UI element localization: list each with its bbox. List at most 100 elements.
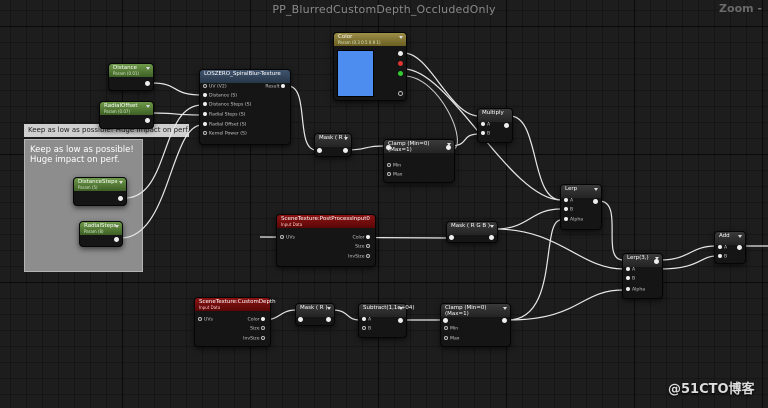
mask-header: Mask ( R ) (296, 304, 334, 317)
input-pin-dot[interactable] (298, 317, 303, 322)
clamp-bottom-node[interactable]: Clamp (Min=0) (Max=1) Min Max (440, 303, 511, 347)
chevron-down-icon[interactable] (119, 181, 123, 184)
pin-distance-steps[interactable]: Distance Steps (S) (203, 102, 251, 109)
output-pin-dot[interactable] (446, 145, 451, 150)
chevron-down-icon[interactable] (146, 105, 150, 108)
pin-dot (718, 245, 722, 249)
mask-r-top-node[interactable]: Mask ( R ) (314, 133, 352, 157)
pin-a[interactable]: A (362, 317, 371, 324)
output-pin-dot[interactable] (737, 245, 742, 250)
output-pin-dot[interactable] (398, 318, 403, 323)
scene-texture-customdepth-node[interactable]: SceneTexture:CustomDepth Input Data UVs … (194, 297, 276, 347)
output-pin-a[interactable] (398, 91, 403, 96)
chevron-down-icon[interactable] (344, 137, 348, 140)
pin-b[interactable]: B (718, 254, 727, 261)
output-pin-dot[interactable] (114, 237, 119, 242)
radial-offset-param-node[interactable]: RadialOffset Param (0.07) (99, 101, 154, 129)
chevron-down-icon[interactable] (490, 225, 494, 228)
input-pin-dot[interactable] (449, 235, 454, 240)
pin-b[interactable]: B (626, 276, 635, 283)
pin-a[interactable]: A (481, 122, 490, 129)
pin-radial-steps[interactable]: Radial Steps (S) (203, 112, 245, 119)
pin-size[interactable]: Size (355, 244, 372, 251)
pin-label: B (368, 326, 372, 332)
pin-dot (280, 235, 284, 239)
chevron-down-icon[interactable] (399, 36, 403, 39)
pin-dot (718, 254, 722, 258)
pin-label: Alpha (570, 217, 584, 223)
input-pin-dot[interactable] (443, 318, 448, 323)
output-pin-dot[interactable] (326, 317, 331, 322)
pin-alpha[interactable]: Alpha (564, 217, 583, 224)
mask-r-bottom-node[interactable]: Mask ( R ) (295, 303, 335, 326)
pin-max[interactable]: Max (444, 336, 460, 343)
pin-max[interactable]: Max (387, 172, 403, 179)
lerp-node[interactable]: Lerp A B Alpha (560, 184, 602, 230)
pin-a[interactable]: A (718, 245, 727, 252)
pin-color[interactable]: Color (248, 317, 267, 324)
output-pin-dot[interactable] (343, 148, 348, 153)
input-pin-dot[interactable] (386, 145, 391, 150)
color-param-node[interactable]: Color Param (0.3 0.5 0.9 1) (333, 32, 407, 101)
pin-invsize[interactable]: InvSize (348, 254, 372, 261)
chevron-down-icon[interactable] (655, 257, 659, 260)
pin-alpha[interactable]: Alpha (626, 287, 645, 294)
scene-texture-postprocess-node[interactable]: SceneTexture:PostProcessInput0 Input Dat… (276, 214, 376, 267)
pin-b[interactable]: B (564, 207, 573, 214)
spiral-blur-function-node[interactable]: LOSZERO_SpiralBlur-Texture UV (V2) Dista… (199, 69, 291, 145)
pin-size[interactable]: Size (250, 326, 267, 333)
subtract-node[interactable]: Subtract(1,1e+04) A B (358, 303, 414, 338)
chevron-down-icon[interactable] (399, 307, 403, 310)
lerp3-node[interactable]: Lerp(3,) A B Alpha (622, 253, 663, 299)
pin-distance[interactable]: Distance (S) (203, 93, 237, 100)
clamp-top-node[interactable]: Clamp (Min=0) (Max=1) Min Max (383, 139, 455, 183)
node-title: Lerp (565, 186, 578, 192)
output-pin-dot[interactable] (145, 118, 150, 123)
multiply-node[interactable]: Multiply A B (477, 108, 513, 143)
input-pin-dot[interactable] (317, 148, 322, 153)
pin-b[interactable]: B (481, 131, 490, 138)
chevron-down-icon[interactable] (503, 307, 507, 310)
node-subtitle: Param (5) (78, 185, 98, 190)
pin-radial-offset[interactable]: Radial Offset (S) (203, 122, 246, 129)
pin-uvs[interactable]: UVs (198, 317, 213, 324)
radial-steps-param-node[interactable]: RadialSteps Param (8) (79, 221, 123, 247)
output-pin-dot[interactable] (654, 259, 659, 264)
chevron-down-icon[interactable] (146, 67, 150, 70)
pin-min[interactable]: Min (444, 326, 458, 333)
output-pin-dot[interactable] (118, 196, 123, 201)
pin-invsize[interactable]: InvSize (243, 336, 267, 343)
pin-dot (203, 84, 207, 88)
node-title: RadialSteps (84, 223, 117, 229)
chevron-down-icon[interactable] (447, 143, 451, 146)
pin-min[interactable]: Min (387, 163, 401, 170)
pin-a[interactable]: A (626, 267, 635, 274)
output-pin-dot[interactable] (398, 51, 403, 56)
pin-label: UVs (286, 235, 295, 241)
output-pin-dot[interactable] (489, 235, 494, 240)
output-pin-g[interactable] (398, 71, 403, 76)
chevron-down-icon[interactable] (738, 235, 742, 238)
output-pin-dot[interactable] (502, 318, 507, 323)
output-pin-dot[interactable] (593, 199, 598, 204)
pin-color[interactable]: Color (353, 235, 372, 242)
chevron-down-icon[interactable] (594, 188, 598, 191)
pin-uvs[interactable]: UVs (280, 235, 295, 242)
output-pin-r[interactable] (398, 61, 403, 66)
pin-result[interactable]: Result (265, 84, 287, 91)
add-node[interactable]: Add A B (714, 231, 746, 264)
chevron-down-icon[interactable] (115, 225, 119, 228)
output-pin-dot[interactable] (504, 123, 509, 128)
pin-a[interactable]: A (564, 198, 573, 205)
spiral-blur-header: LOSZERO_SpiralBlur-Texture (200, 70, 290, 83)
distance-param-node[interactable]: Distance Param (0.01) (108, 63, 154, 91)
chevron-down-icon[interactable] (327, 307, 331, 310)
pin-kernel-power[interactable]: Kernel Power (S) (203, 131, 247, 138)
pin-uv[interactable]: UV (V2) (203, 84, 227, 91)
pin-label: Distance Steps (S) (209, 102, 252, 108)
output-pin-dot[interactable] (145, 81, 150, 86)
distance-steps-param-node[interactable]: DistanceSteps Param (5) (73, 177, 127, 206)
pin-b[interactable]: B (362, 326, 371, 333)
mask-rgb-node[interactable]: Mask ( R G B ) (446, 221, 498, 243)
